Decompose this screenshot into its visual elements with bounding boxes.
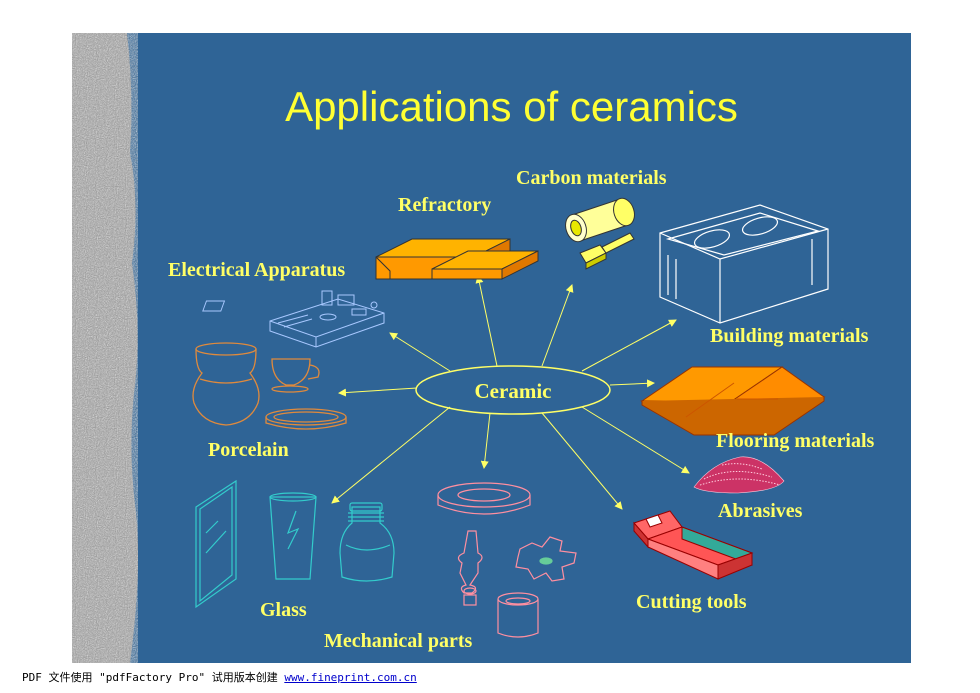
arrows: [331, 275, 690, 510]
label-refractory: Refractory: [398, 194, 492, 216]
footer-text: PDF 文件使用 "pdfFactory Pro" 试用版本创建: [22, 671, 285, 684]
label-carbon-materials: Carbon materials: [516, 167, 667, 189]
arrow-mechanical: [480, 412, 491, 469]
arrow-carbon: [541, 284, 574, 367]
cinder-block-icon: [659, 204, 829, 324]
porcelain-vase-icon: [192, 342, 347, 430]
label-flooring-materials: Flooring materials: [716, 430, 875, 452]
carbon-roll-icon: [565, 197, 635, 270]
footer-link[interactable]: www.fineprint.com.cn: [284, 671, 417, 684]
label-mechanical-parts: Mechanical parts: [324, 630, 473, 652]
cutting-tool-icon: [633, 510, 754, 580]
ceramic-ellipse: [415, 365, 611, 415]
arrow-porcelain: [338, 387, 418, 397]
floor-tiles-icon: [640, 366, 826, 436]
footer-note: PDF 文件使用 "pdfFactory Pro" 试用版本创建 www.fin…: [22, 669, 417, 685]
arrow-cutting: [541, 412, 623, 510]
circuit-board-icon: [202, 290, 385, 348]
slide-title: Applications of ceramics: [285, 83, 738, 130]
center-label-ceramic: Ceramic: [474, 379, 552, 403]
refractory-brick-icon: [375, 238, 539, 280]
diagram-art: [192, 197, 829, 638]
label-cutting-tools: Cutting tools: [636, 591, 747, 613]
label-electrical-apparatus: Electrical Apparatus: [168, 259, 346, 281]
arrow-abrasives: [581, 406, 690, 474]
label-glass: Glass: [260, 599, 307, 621]
label-porcelain: Porcelain: [208, 439, 289, 461]
glass-items-icon: [195, 479, 395, 609]
mechanical-parts-icon: [437, 482, 577, 638]
arrow-flooring: [609, 379, 655, 388]
abrasive-pile-icon: [693, 456, 785, 494]
arrow-electrical: [389, 332, 451, 372]
arrow-building: [581, 319, 677, 372]
arrow-refractory: [475, 275, 498, 367]
slide: Applications of ceramics: [72, 33, 911, 663]
stone-texture-border: [72, 33, 138, 663]
arrow-glass: [331, 406, 451, 504]
label-building-materials: Building materials: [710, 325, 869, 347]
label-abrasives: Abrasives: [718, 500, 803, 522]
